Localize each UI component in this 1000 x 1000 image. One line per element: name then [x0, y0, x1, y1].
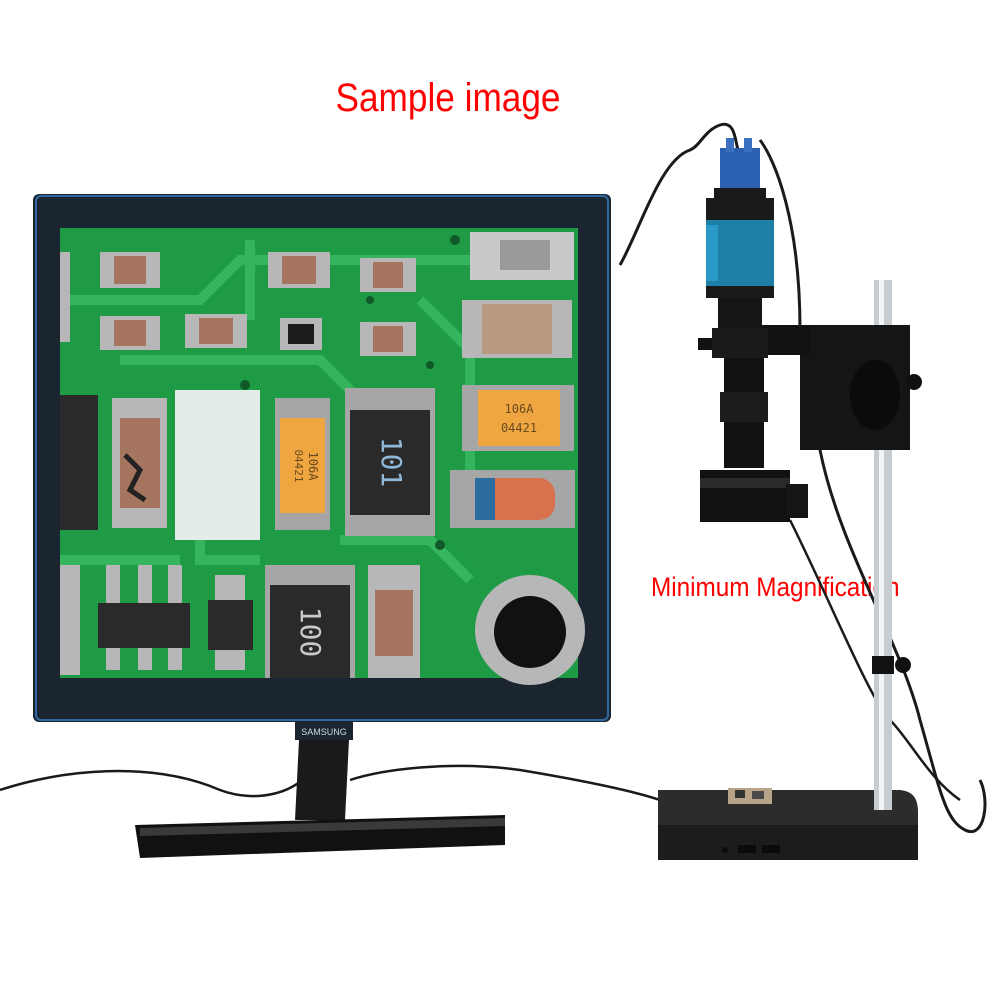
svg-text:04421: 04421: [292, 449, 305, 482]
svg-text:100: 100: [294, 607, 327, 658]
tantalum-capacitor-top: 106A 04421: [462, 385, 574, 451]
minimum-magnification-label: Minimum Magnification: [651, 572, 900, 602]
svg-text:106A: 106A: [306, 452, 320, 482]
floor-cable: [0, 769, 312, 798]
sample-image-title: Sample image: [335, 76, 561, 120]
monitor-cable: [618, 122, 740, 266]
inductor-100: 100: [265, 565, 355, 678]
svg-text:106A: 106A: [505, 402, 535, 416]
sot-transistor: [208, 575, 253, 670]
melf-diode: [450, 470, 575, 528]
monitor-screen: 106A 04421 101 106A 04421: [60, 228, 585, 685]
smd-capacitors: [100, 252, 572, 358]
monitor-brand-logo: SAMSUNG: [301, 727, 347, 737]
tantalum-capacitor-left: 106A 04421: [275, 398, 330, 530]
light-cable: [818, 449, 987, 834]
white-pad: [175, 390, 260, 540]
floor-cable-right: [349, 764, 661, 802]
inductor-101: 101: [345, 388, 435, 536]
sample-pcb: [728, 788, 772, 804]
mounting-hole: [475, 575, 585, 685]
microscope-camera: [698, 138, 808, 522]
camera-power-cable: [758, 139, 802, 331]
cracked-capacitor: [112, 398, 167, 528]
svg-text:101: 101: [375, 437, 408, 488]
svg-text:04421: 04421: [501, 421, 537, 435]
sot-ic: [98, 565, 190, 670]
microscope-stand: [658, 280, 922, 860]
monitor-stand: [135, 720, 505, 858]
